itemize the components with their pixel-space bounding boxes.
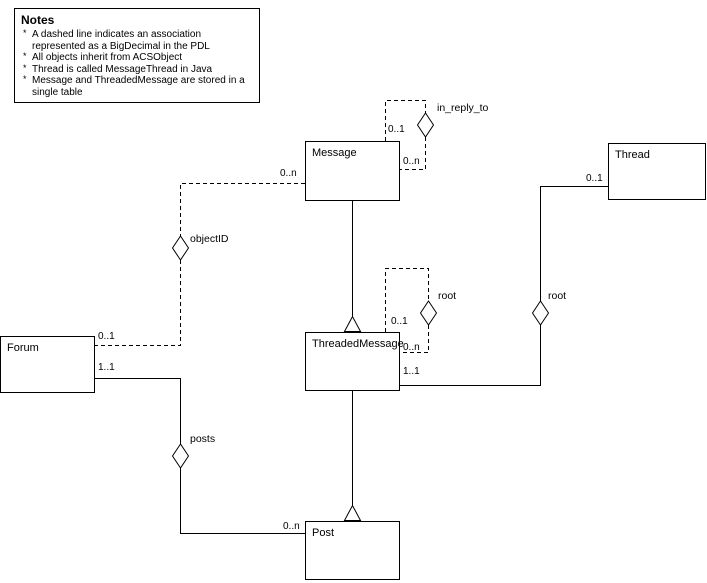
entity-label: Thread — [615, 149, 650, 161]
inheritance-triangle-threadedmessage — [343, 315, 362, 332]
entity-label: Post — [312, 527, 335, 539]
bullet-marker: * — [23, 62, 27, 73]
entity-label: ThreadedMessage — [312, 338, 404, 350]
notes-box: Notes * A dashed line indicates an assoc… — [14, 8, 260, 103]
notes-list: * A dashed line indicates an association… — [21, 28, 253, 98]
entity-message: Message — [305, 141, 400, 201]
entity-post: Post — [305, 521, 400, 580]
root-self-diamond — [419, 300, 438, 326]
entity-forum: Forum — [0, 336, 95, 393]
root-thread-diamond — [531, 300, 550, 326]
multiplicity-in-reply-to-target: 0..1 — [388, 124, 405, 135]
multiplicity-objectid-message: 0..n — [280, 168, 297, 179]
objectid-connector-upper — [180, 183, 305, 236]
association-label-objectid: objectID — [189, 233, 230, 245]
association-label-root-self: root — [437, 290, 458, 302]
entity-label: Forum — [7, 342, 39, 354]
posts-connector-lower — [180, 468, 305, 534]
root-thread-connector-lower — [400, 325, 541, 386]
notes-item: * Thread is called MessageThread in Java — [21, 62, 253, 76]
bullet-marker: * — [23, 74, 27, 84]
inheritance-triangle-post — [343, 504, 362, 521]
multiplicity-root-self-source: 0..n — [403, 342, 420, 353]
root-thread-connector-upper — [540, 186, 608, 301]
notes-item-text: All objects inherit from ACSObject — [32, 52, 183, 63]
multiplicity-objectid-forum: 0..1 — [98, 331, 115, 342]
association-label-posts: posts — [189, 433, 217, 445]
multiplicity-in-reply-to-source: 0..n — [403, 156, 420, 167]
notes-item: * A dashed line indicates an association… — [21, 28, 253, 52]
multiplicity-posts-post: 0..n — [283, 521, 300, 532]
in-reply-to-connector-lower — [400, 137, 426, 170]
entity-label: Message — [312, 147, 357, 159]
notes-item-text: Thread is called MessageThread in Java — [32, 63, 213, 75]
posts-diamond — [171, 443, 190, 469]
notes-item-text: Message and ThreadedMessage are stored i… — [32, 75, 245, 98]
posts-connector-upper — [95, 378, 181, 444]
association-label-in-reply-to: in_reply_to — [436, 102, 490, 114]
in-reply-to-connector-upper — [385, 100, 426, 141]
multiplicity-root-self-target: 0..1 — [391, 316, 408, 327]
objectid-connector-lower — [95, 260, 181, 346]
entity-thread: Thread — [608, 143, 706, 200]
association-label-root-thread: root — [547, 290, 568, 302]
multiplicity-root-thread-end: 0..1 — [586, 173, 603, 184]
bullet-marker: * — [23, 51, 27, 61]
root-self-connector-lower — [400, 325, 429, 353]
notes-title: Notes — [21, 13, 55, 27]
notes-item-text: A dashed line indicates an association r… — [32, 29, 210, 52]
root-self-connector-upper — [385, 268, 429, 332]
multiplicity-root-threadedmessage-end: 1..1 — [403, 366, 420, 377]
notes-item: * Message and ThreadedMessage are stored… — [21, 74, 253, 98]
in-reply-to-diamond — [416, 112, 435, 138]
objectid-diamond — [171, 235, 190, 261]
multiplicity-posts-forum: 1..1 — [98, 362, 115, 373]
entity-threadedmessage: ThreadedMessage — [305, 332, 404, 391]
notes-item: * All objects inherit from ACSObject — [21, 51, 253, 64]
bullet-marker: * — [23, 28, 27, 38]
